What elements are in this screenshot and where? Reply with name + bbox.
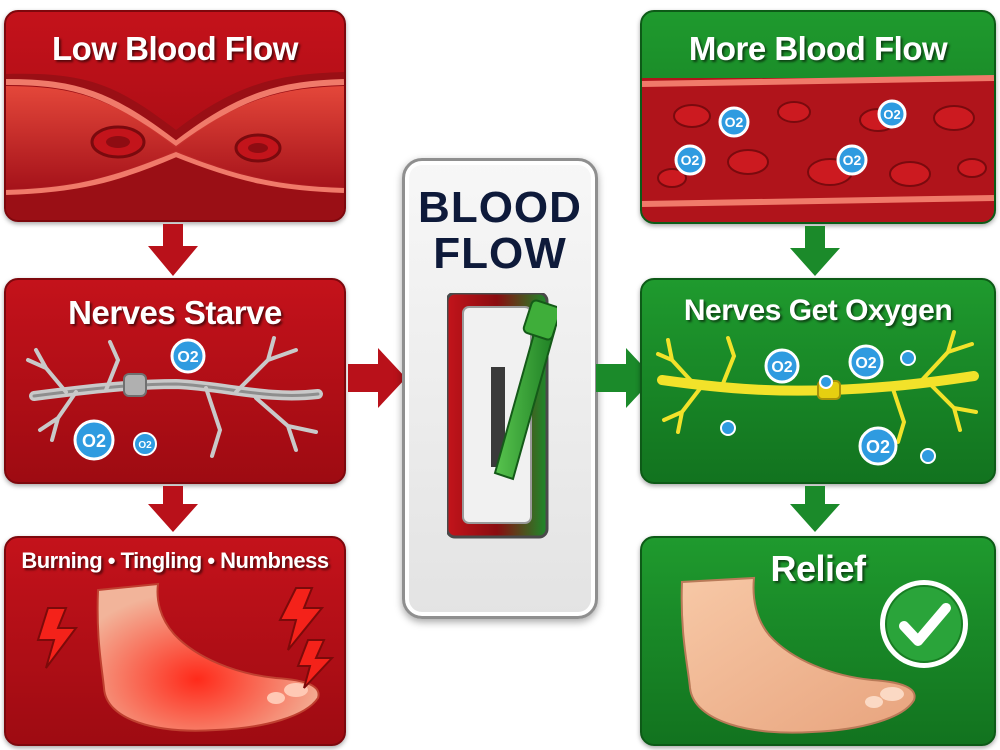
more-blood-flow-panel: O2 O2 O2 O2 More Blood Flow — [640, 10, 996, 224]
nerve-sheath — [124, 374, 146, 396]
panel-title: Nerves Get Oxygen — [642, 294, 994, 328]
foot — [682, 578, 915, 733]
down-arrow-icon — [790, 486, 840, 532]
oxygen-label: O2 — [725, 114, 744, 130]
oxygen-label: O2 — [883, 107, 900, 122]
down-arrow-icon — [148, 486, 198, 532]
oxygen-label: O2 — [82, 431, 106, 451]
red-blood-cell — [934, 106, 974, 130]
panel-title: Relief — [642, 548, 994, 590]
oxygen-label: O2 — [177, 349, 198, 366]
panel-title: Burning • Tingling • Numbness — [6, 548, 344, 574]
red-blood-cell — [674, 105, 710, 127]
switch-title-line1: BLOOD — [405, 185, 595, 231]
oxygen-bubble — [921, 449, 935, 463]
down-arrow-icon — [790, 226, 840, 276]
oxygen-label: O2 — [866, 437, 890, 457]
low-blood-flow-panel: Low Blood Flow — [4, 10, 346, 222]
switch-title: BLOOD FLOW — [405, 185, 595, 277]
symptoms-panel: Burning • Tingling • Numbness — [4, 536, 346, 746]
down-arrow-icon — [148, 224, 198, 276]
oxygen-label: O2 — [843, 152, 862, 168]
oxygen-label: O2 — [681, 152, 700, 168]
oxygen-bubble — [721, 421, 735, 435]
red-blood-cell — [778, 102, 810, 122]
oxygen-label: O2 — [855, 355, 876, 372]
checkmark-icon — [880, 580, 968, 668]
red-blood-cell — [958, 159, 986, 177]
red-blood-cell — [890, 162, 930, 186]
panel-title: Low Blood Flow — [6, 30, 344, 68]
oxygen-bubble — [820, 376, 832, 388]
red-blood-cell — [728, 150, 768, 174]
nerves-starve-panel: O2 O2 O2 Nerves Starve — [4, 278, 346, 484]
foot — [98, 584, 319, 731]
oxygen-label: O2 — [771, 359, 792, 376]
blood-flow-switch[interactable]: BLOOD FLOW — [402, 158, 598, 619]
right-arrow-icon — [348, 348, 406, 408]
toggle-lever[interactable] — [447, 293, 557, 543]
panel-title: More Blood Flow — [642, 30, 994, 68]
oxygen-label: O2 — [138, 440, 152, 451]
pain-bolt-icon — [298, 640, 332, 688]
relief-panel: Relief — [640, 536, 996, 746]
nerves-get-oxygen-panel: O2 O2 O2 Nerves Get Oxygen — [640, 278, 996, 484]
oxygen-bubble — [901, 351, 915, 365]
switch-title-line2: FLOW — [405, 231, 595, 277]
panel-title: Nerves Starve — [6, 294, 344, 332]
pain-bolt-icon — [38, 608, 76, 668]
